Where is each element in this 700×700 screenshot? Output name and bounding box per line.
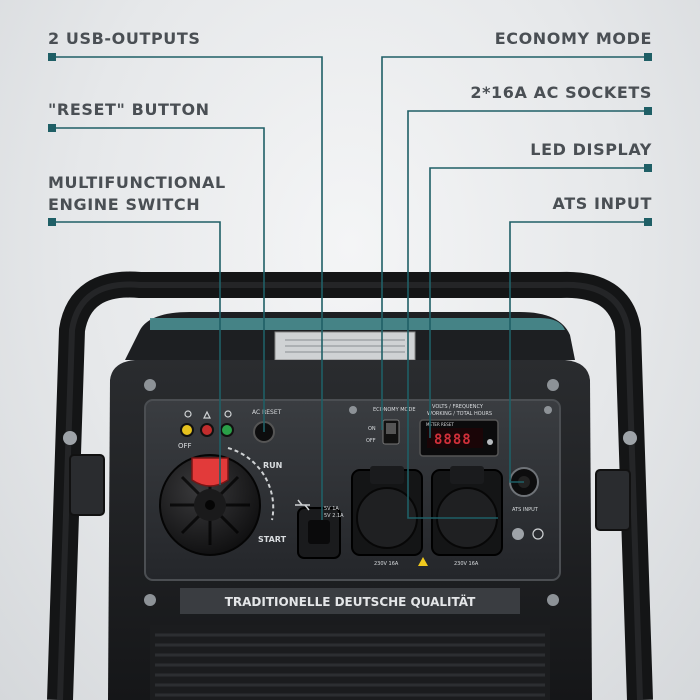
ac-socket-2 (431, 466, 503, 556)
yellow-indicator (180, 423, 194, 437)
slogan-text: TRADITIONELLE DEUTSCHE QUALITÄT (225, 594, 476, 609)
red-indicator (200, 423, 214, 437)
economy-off-text: OFF (366, 438, 376, 444)
led-display-label: LED DISPLAY (530, 140, 652, 159)
switch-start-text: START (258, 535, 287, 544)
economy-mode-label: ECONOMY MODE (494, 29, 652, 48)
engine-switch-label-line2: ENGINE SWITCH (48, 195, 201, 214)
switch-off-text: OFF (178, 442, 192, 450)
warning-sign (418, 557, 428, 566)
usb-spec1-text: 5V 1A (324, 506, 339, 512)
usb-outputs-label: 2 USB-OUTPUTS (48, 29, 201, 48)
usb-icon (295, 499, 310, 511)
economy-label-text: ECONOMY MODE (373, 407, 415, 413)
vent-grill (150, 625, 550, 700)
display-reset-text: METER RESET (426, 422, 454, 427)
slogan-bar (180, 588, 520, 614)
ac-sockets-label: 2*16A AC SOCKETS (470, 83, 652, 102)
display-value: 8888 (434, 432, 472, 448)
left-bracket (69, 454, 105, 516)
reset-button-label: "RESET" BUTTON (48, 100, 210, 119)
ats-input-label: ATS INPUT (552, 194, 652, 213)
display-header2-text: WORKING / TOTAL HOURS (427, 411, 492, 417)
ground-icon (512, 528, 524, 540)
socket2-rating-text: 230V 16A (454, 561, 479, 567)
switch-run-text: RUN (263, 461, 282, 470)
ac-reset-text: AC RESET (252, 409, 282, 416)
right-bracket (595, 469, 631, 531)
green-indicator (220, 423, 234, 437)
ats-label-text: ATS INPUT (512, 507, 539, 513)
display-header-text: VOLTS / FREQUENCY (432, 404, 484, 410)
callout-lines (52, 56, 648, 520)
socket1-rating-text: 230V 16A (374, 561, 399, 567)
economy-on-text: ON (368, 426, 376, 432)
ac-socket-1 (351, 466, 423, 556)
switch-pointer (191, 457, 229, 487)
warning-icon (184, 410, 232, 419)
usb-spec2-text: 5V 2.1A (324, 513, 344, 519)
engine-switch-label-line1: MULTIFUNCTIONAL (48, 173, 226, 192)
